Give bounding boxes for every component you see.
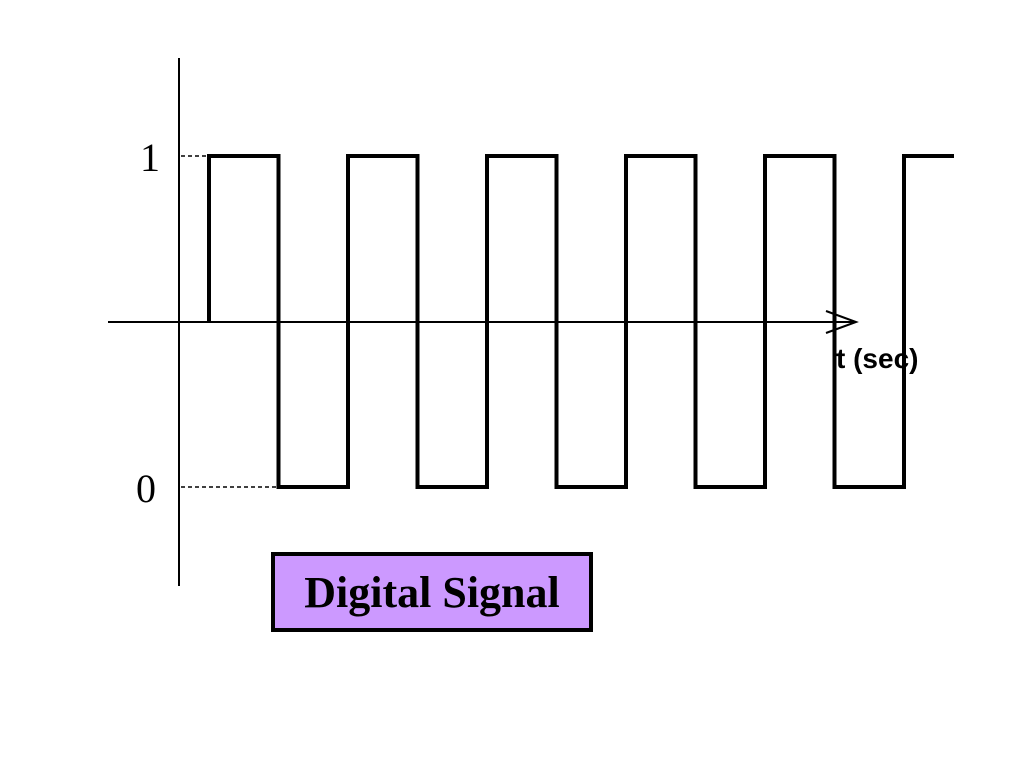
caption-box: Digital Signal — [271, 552, 593, 632]
x-axis-label: t (sec) — [836, 343, 918, 374]
y-low-label: 0 — [136, 466, 156, 511]
y-high-label: 1 — [140, 135, 160, 180]
signal-waveform — [207, 154, 954, 489]
caption-text: Digital Signal — [304, 567, 560, 617]
